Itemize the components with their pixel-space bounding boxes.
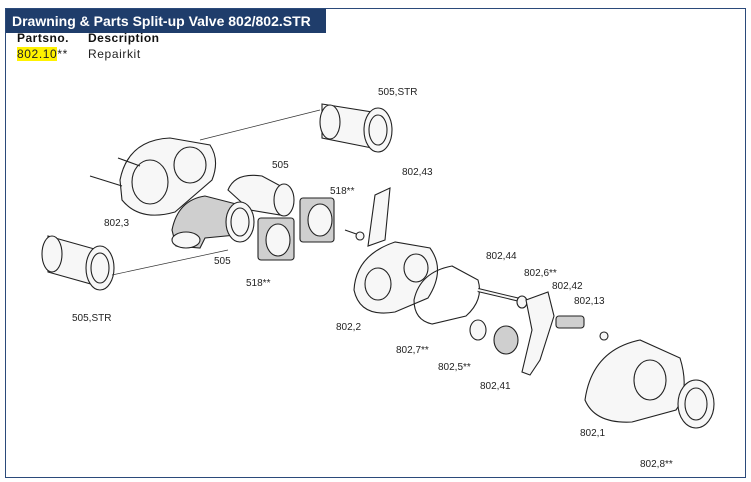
callout-505str-top: 505,STR	[378, 87, 417, 98]
ring-802-5	[469, 319, 487, 341]
elbow-505-lower	[171, 195, 255, 249]
callout-802-6: 802,6**	[524, 268, 557, 279]
spring-802-13	[555, 315, 609, 341]
ring-518-upper	[299, 197, 335, 243]
arm-802-42	[521, 291, 555, 376]
callout-802-13: 802,13	[574, 296, 605, 307]
part-number: 802.10	[17, 47, 58, 61]
callout-518-b: 518**	[246, 278, 271, 289]
shaft-802-44	[477, 288, 521, 302]
column-header-description: Description	[88, 31, 160, 45]
part-description: Repairkit	[88, 47, 141, 61]
plate-802-2	[353, 241, 439, 314]
callout-802-43: 802,43	[402, 167, 433, 178]
main-housing-802-1	[584, 339, 685, 423]
part-number-cell: 802.10**	[17, 47, 68, 61]
callout-802-44: 802,44	[486, 251, 517, 262]
column-header-partsno: Partsno.	[17, 31, 70, 45]
housing-802-3	[89, 109, 321, 216]
ring-518-lower	[257, 217, 295, 261]
callout-505-a: 505	[272, 160, 289, 171]
part-number-suffix: **	[57, 47, 68, 61]
gasket-802-7	[413, 265, 481, 325]
pipe-505str-top	[319, 103, 393, 153]
callout-505-b: 505	[214, 256, 231, 267]
callout-518-a: 518**	[330, 186, 355, 197]
callout-802-41: 802,41	[480, 381, 511, 392]
callout-802-8: 802,8**	[640, 459, 673, 470]
page-title: Drawning & Parts Split-up Valve 802/802.…	[6, 9, 326, 33]
callout-802-2: 802,2	[336, 322, 361, 333]
lever-802-43	[344, 187, 391, 247]
disc-802-41	[493, 325, 519, 355]
callout-802-42: 802,42	[552, 281, 583, 292]
callout-802-1: 802,1	[580, 428, 605, 439]
callout-802-3: 802,3	[104, 218, 129, 229]
washer-802-6	[516, 295, 528, 309]
callout-802-7: 802,7**	[396, 345, 429, 356]
document-frame: Drawning & Parts Split-up Valve 802/802.…	[5, 8, 746, 478]
ring-802-8	[677, 379, 715, 429]
elbow-505-upper	[227, 174, 295, 217]
pipe-505str-bottom	[41, 235, 229, 291]
callout-505str-bottom: 505,STR	[72, 313, 111, 324]
callout-802-5: 802,5**	[438, 362, 471, 373]
